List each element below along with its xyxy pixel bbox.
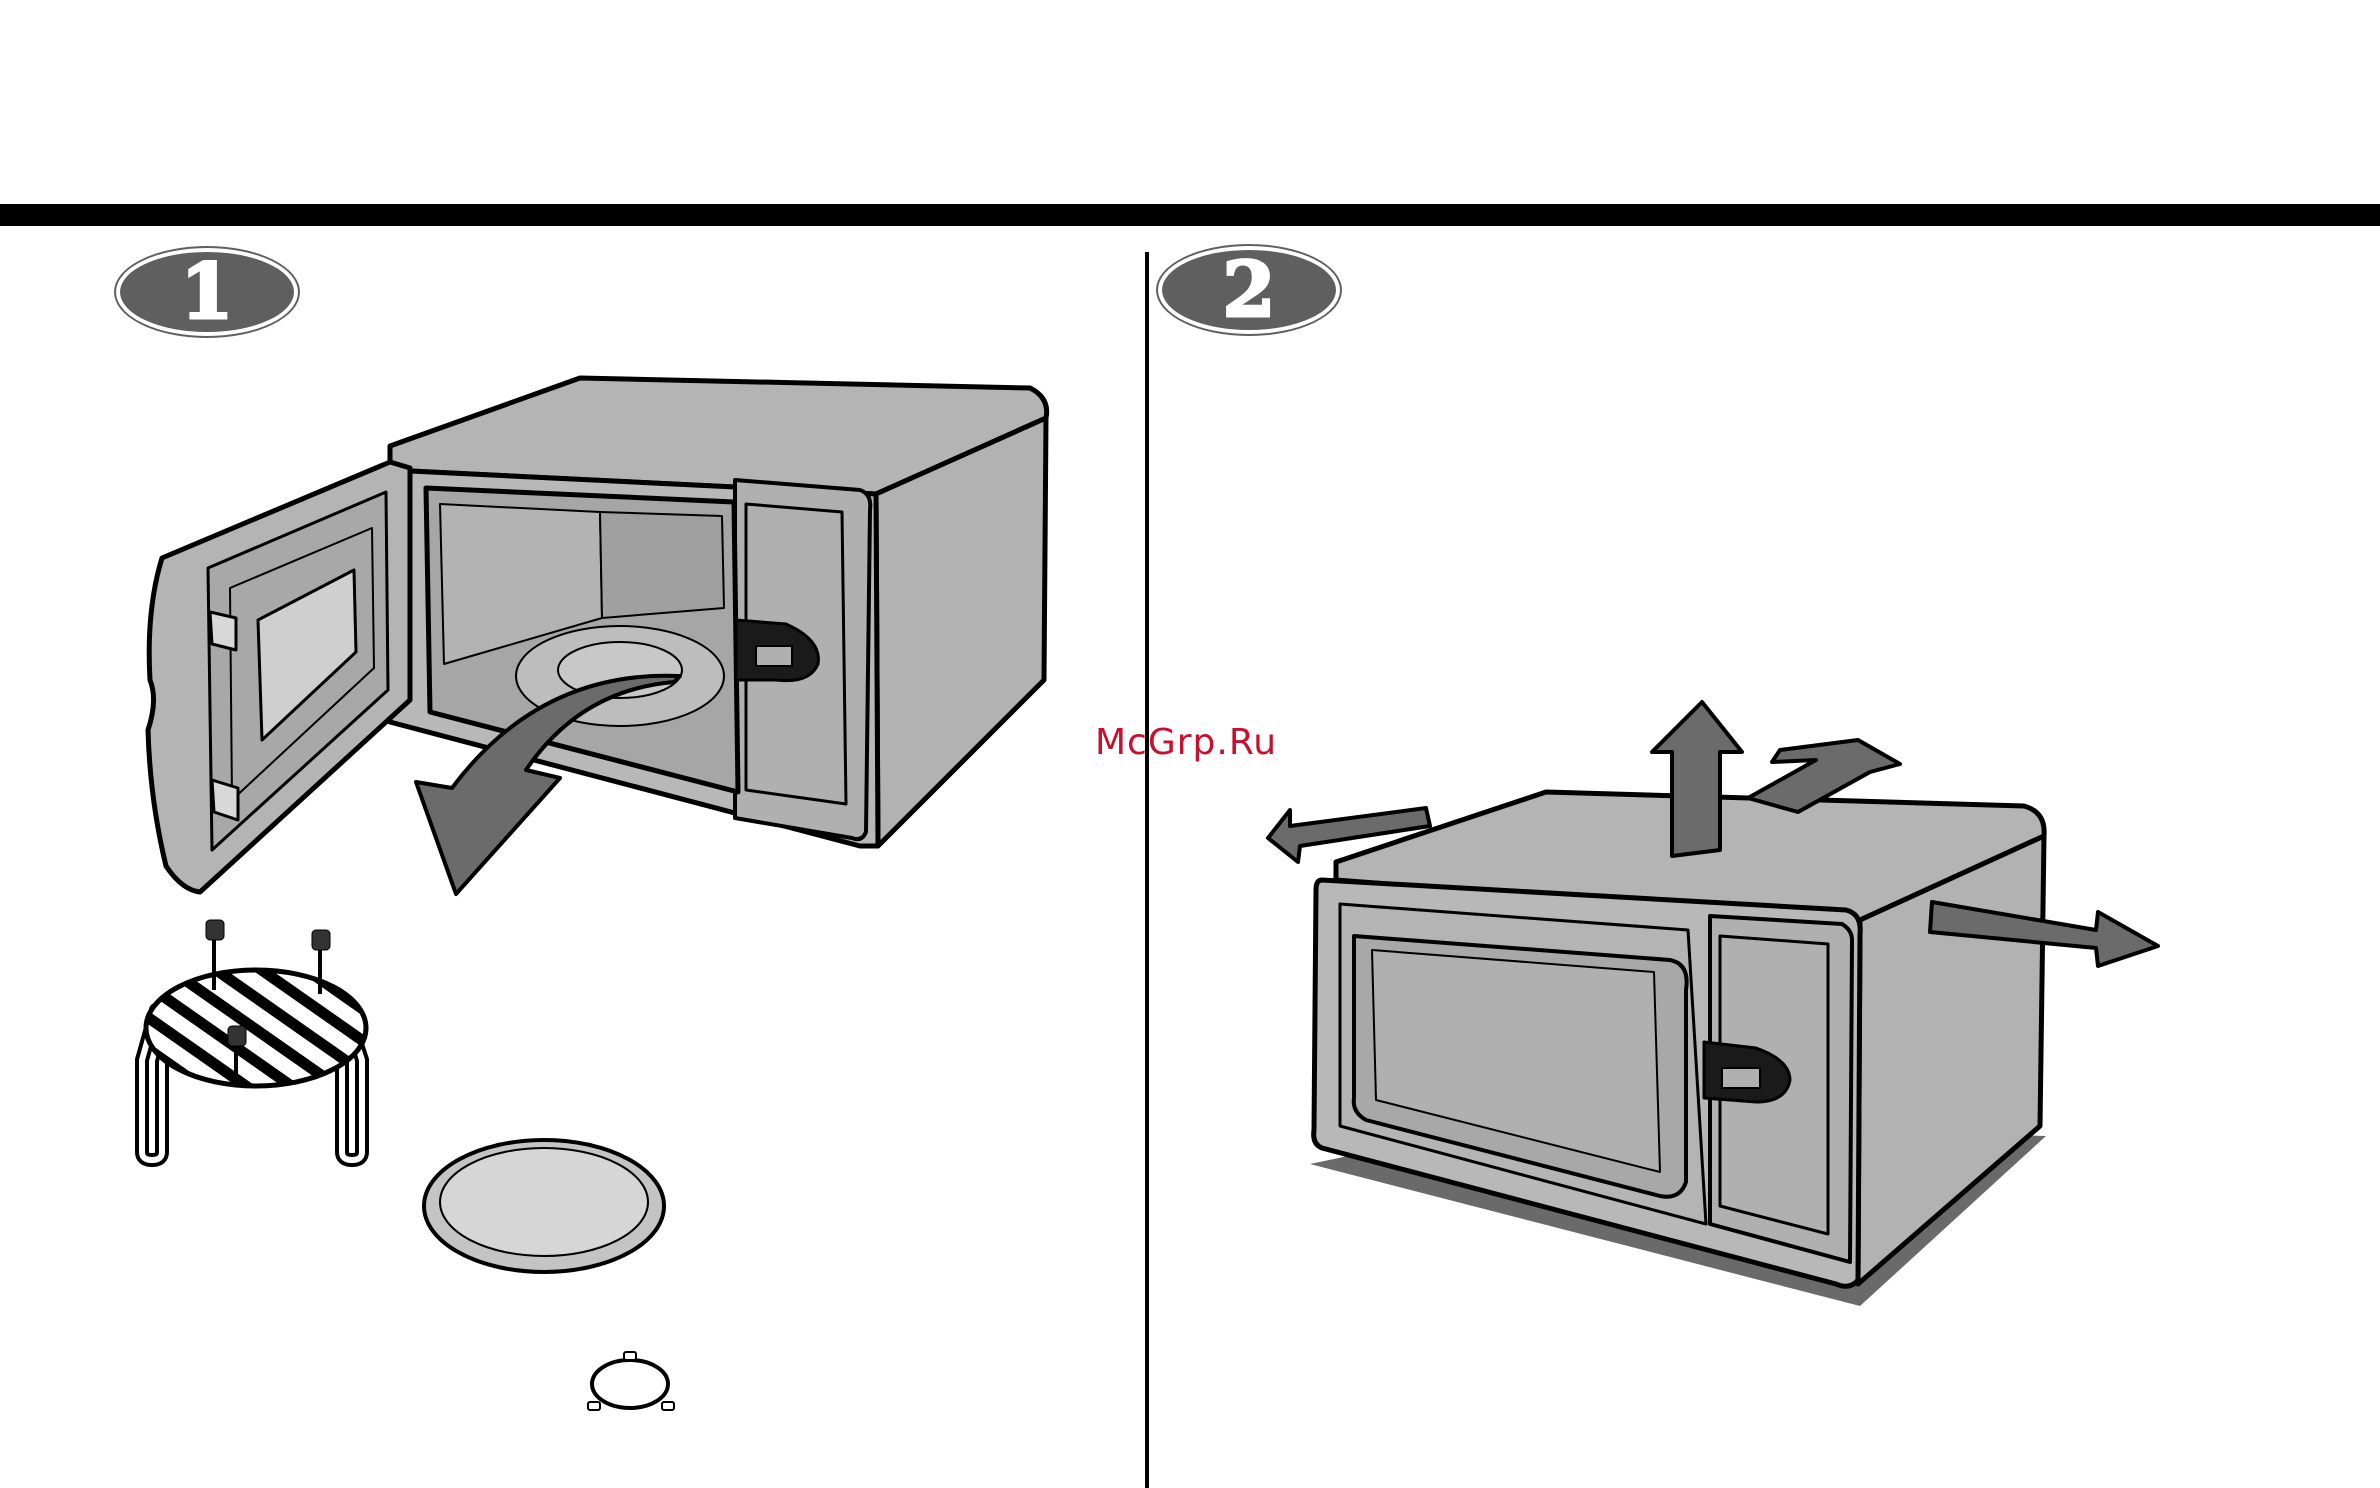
door-hinge-bottom (212, 780, 238, 820)
watermark: McGrp.Ru (1095, 722, 1277, 763)
microwave-side (876, 418, 1046, 846)
open-microwave (148, 378, 1047, 892)
roller-ring (588, 1352, 674, 1410)
glass-tray (424, 1140, 664, 1272)
door-hinge-top (210, 612, 236, 650)
closed-microwave (1314, 792, 2045, 1286)
grill-rack (142, 920, 366, 1160)
